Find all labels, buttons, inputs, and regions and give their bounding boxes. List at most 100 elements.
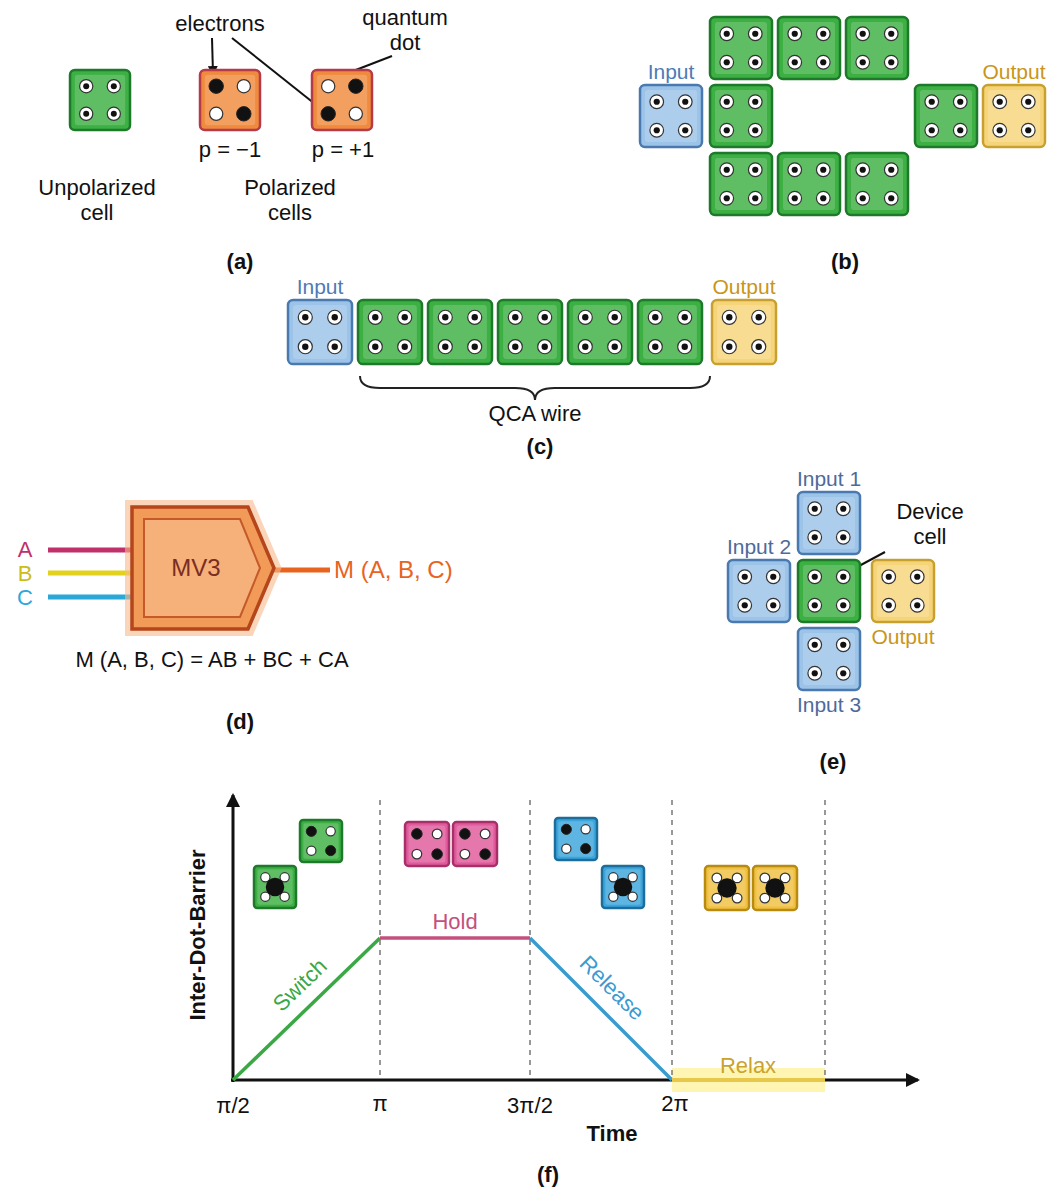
qca-cell bbox=[872, 560, 934, 622]
wire-out bbox=[274, 568, 330, 573]
qca-cell bbox=[254, 866, 296, 908]
qca-cell: Input 3 bbox=[798, 628, 860, 690]
qca-cell bbox=[778, 17, 840, 79]
qca-cell bbox=[312, 70, 372, 130]
node-outline bbox=[983, 85, 1045, 147]
qca-cell bbox=[778, 153, 840, 215]
label: (b) bbox=[831, 249, 859, 274]
qca-cell bbox=[428, 300, 492, 364]
label: Relax bbox=[720, 1053, 776, 1078]
label: p = −1 bbox=[199, 137, 261, 162]
label: π/2 bbox=[216, 1093, 250, 1118]
label: π bbox=[372, 1091, 387, 1116]
hold-line bbox=[380, 936, 530, 940]
switch-line bbox=[233, 938, 380, 1080]
label: p = +1 bbox=[312, 137, 374, 162]
label: Time bbox=[587, 1121, 638, 1146]
qca-cell bbox=[710, 85, 772, 147]
label: C bbox=[17, 585, 33, 610]
cell-heading: Input 3 bbox=[797, 693, 861, 716]
cell-heading: Output bbox=[982, 60, 1045, 83]
label: A bbox=[18, 537, 33, 562]
qca-cell bbox=[710, 153, 772, 215]
qca-cell: Output bbox=[983, 85, 1045, 147]
x-axis bbox=[231, 1079, 918, 1082]
qca-cell bbox=[453, 822, 497, 866]
qca-cell bbox=[602, 866, 644, 908]
label: quantum dot bbox=[358, 5, 453, 56]
qca-cell bbox=[798, 560, 860, 622]
label: Device cell bbox=[880, 499, 980, 550]
cell-heading: Input 1 bbox=[797, 467, 861, 490]
qca-cell: Output bbox=[712, 300, 776, 364]
leader-line bbox=[212, 38, 213, 74]
label: M (A, B, C) bbox=[334, 556, 453, 584]
qca-cell: Input bbox=[288, 300, 352, 364]
qca-cell bbox=[640, 85, 702, 147]
qca-cell bbox=[358, 300, 422, 364]
qca-cell bbox=[846, 153, 908, 215]
majority-gate: MV3 bbox=[130, 505, 276, 631]
relax-line bbox=[672, 1078, 825, 1082]
qca-cell bbox=[200, 70, 260, 130]
node-outline bbox=[640, 85, 702, 147]
qca-cell bbox=[288, 300, 352, 364]
node-outline bbox=[712, 300, 776, 364]
label: (a) bbox=[227, 249, 254, 274]
qca-cell bbox=[712, 300, 776, 364]
qca-cell bbox=[498, 300, 562, 364]
node-outline bbox=[798, 628, 860, 690]
label: Release bbox=[575, 951, 650, 1026]
cell-heading: Output bbox=[712, 275, 775, 298]
qca-cell bbox=[70, 70, 130, 130]
release-line bbox=[530, 938, 672, 1080]
label: (f) bbox=[537, 1162, 559, 1187]
y-axis bbox=[232, 795, 235, 1082]
qca-cell bbox=[846, 17, 908, 79]
brace bbox=[360, 376, 710, 400]
label: 3π/2 bbox=[507, 1093, 553, 1118]
label: 2π bbox=[661, 1091, 688, 1116]
qca-cell: Input 1 bbox=[798, 492, 860, 554]
label: electrons bbox=[175, 11, 264, 36]
label: Hold bbox=[432, 909, 477, 934]
phase-dividers bbox=[380, 800, 825, 1080]
qca-cell bbox=[705, 866, 749, 910]
label: B bbox=[18, 561, 33, 586]
qca-cell bbox=[300, 820, 342, 862]
qca-cells bbox=[70, 17, 977, 910]
qca-cell bbox=[753, 866, 797, 910]
wire-a bbox=[48, 548, 132, 553]
wire-b bbox=[48, 571, 132, 576]
node-outline bbox=[798, 492, 860, 554]
qca-cell bbox=[798, 628, 860, 690]
label: (c) bbox=[527, 434, 554, 459]
label: (d) bbox=[226, 709, 254, 734]
label: Switch bbox=[268, 953, 332, 1016]
node-outline bbox=[288, 300, 352, 364]
qca-cell bbox=[568, 300, 632, 364]
cell-heading: Output bbox=[871, 625, 934, 648]
qca-cell bbox=[405, 822, 449, 866]
label: Inter-Dot-Barrier bbox=[185, 849, 210, 1020]
label: M (A, B, C) = AB + BC + CA bbox=[75, 647, 348, 672]
label: QCA wire bbox=[489, 401, 582, 426]
wire-c bbox=[48, 595, 132, 600]
label: Polarized cells bbox=[220, 175, 360, 226]
cell-heading: Input 2 bbox=[727, 535, 791, 558]
qca-cell bbox=[798, 492, 860, 554]
qca-cell: Input bbox=[640, 85, 702, 147]
qca-cell bbox=[728, 560, 790, 622]
qca-cell bbox=[983, 85, 1045, 147]
qca-cell bbox=[555, 818, 597, 860]
cell-heading: Input bbox=[648, 60, 695, 83]
label: Unpolarized cell bbox=[27, 175, 167, 226]
qca-cell bbox=[638, 300, 702, 364]
qca-cell: Output bbox=[872, 560, 934, 622]
node-outline bbox=[872, 560, 934, 622]
gate-label: MV3 bbox=[171, 555, 220, 581]
qca-cell bbox=[710, 17, 772, 79]
qca-cell bbox=[915, 85, 977, 147]
label: (e) bbox=[820, 749, 847, 774]
